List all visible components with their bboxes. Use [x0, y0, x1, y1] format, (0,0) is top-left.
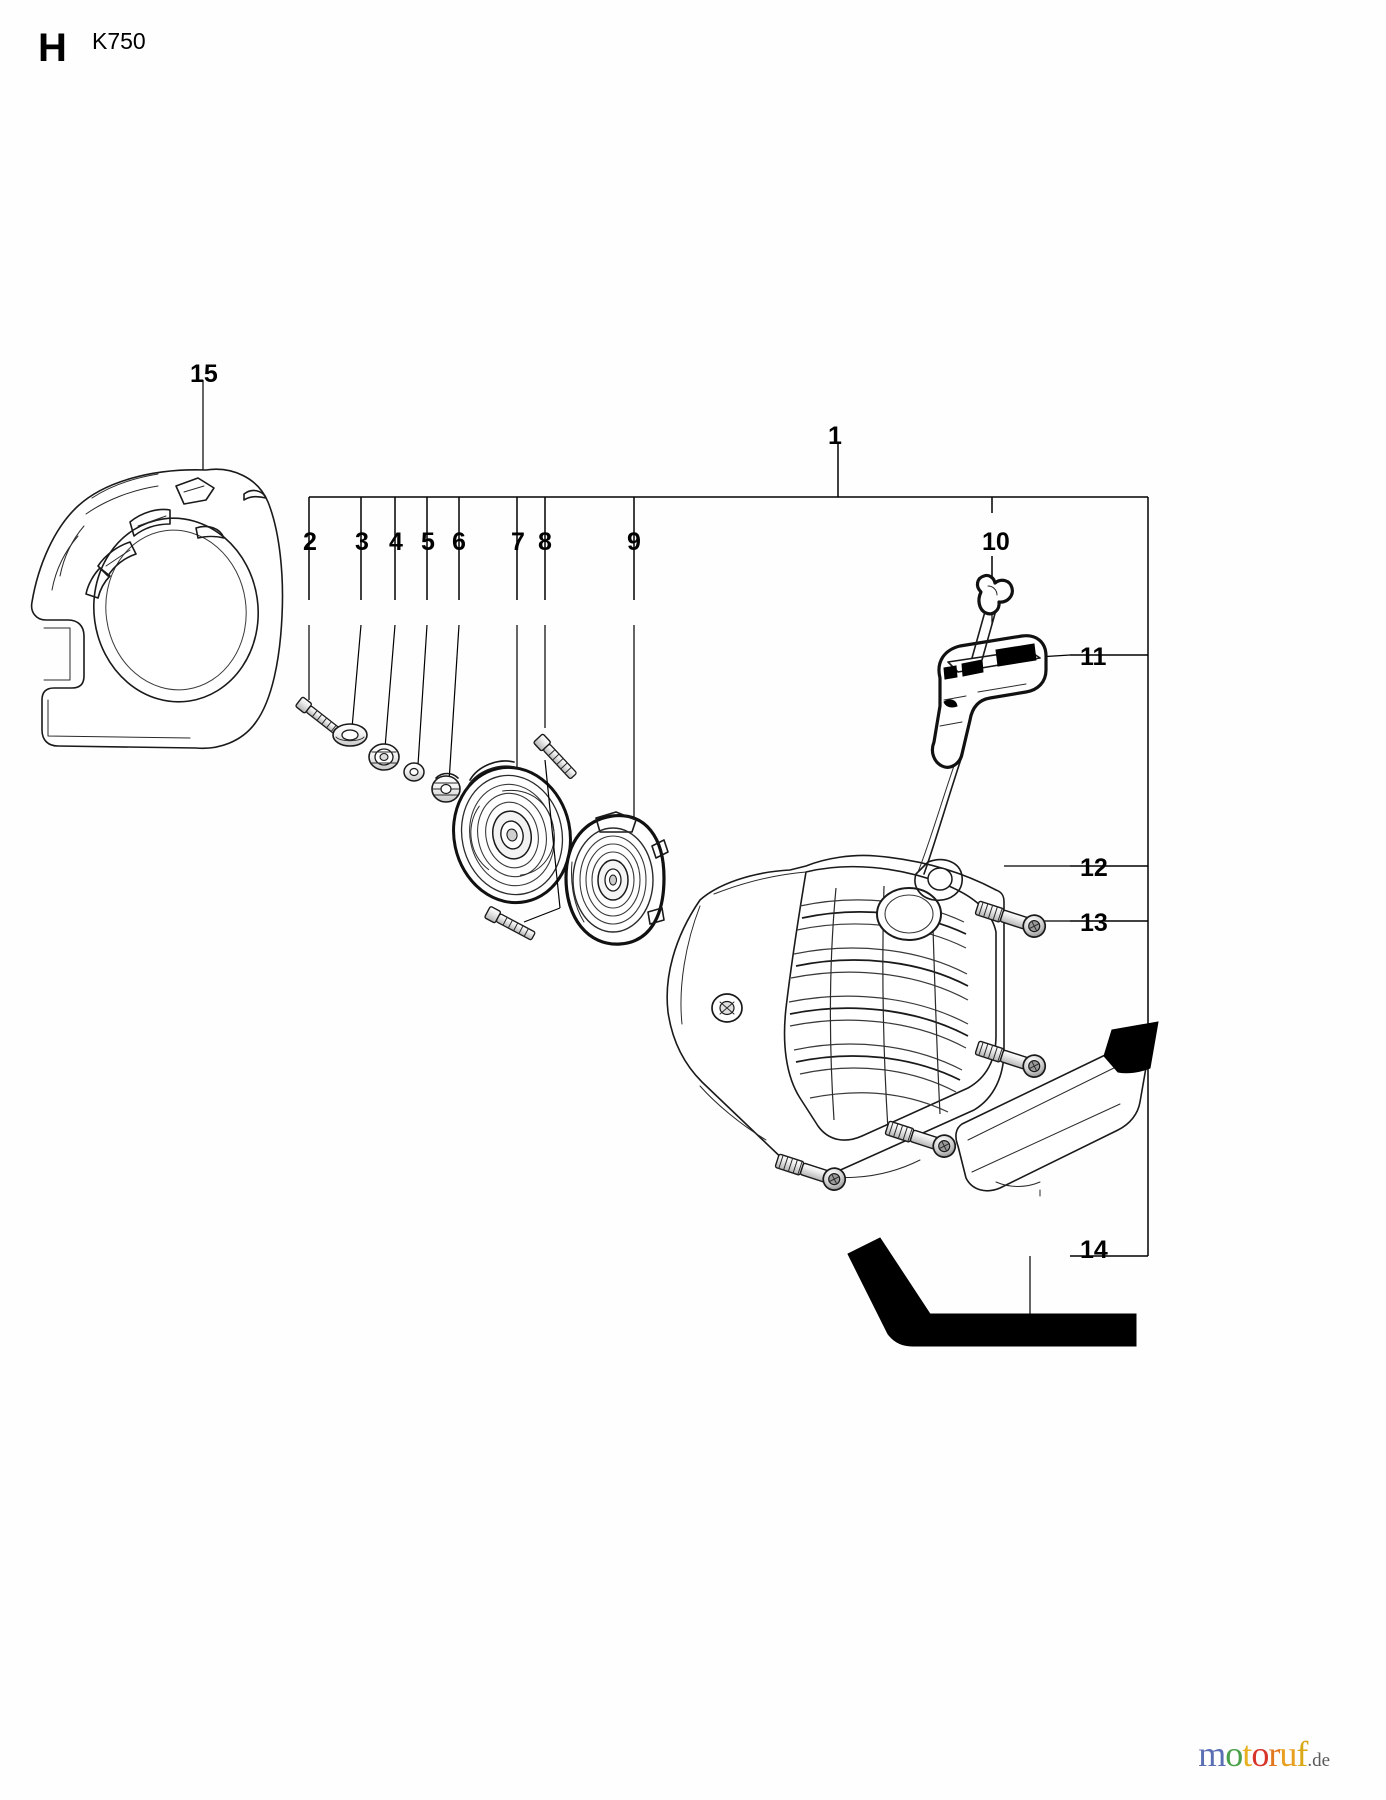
part-4-bushing: [368, 743, 400, 771]
part-8-screws: [484, 733, 577, 941]
watermark-letter-u: u: [1279, 1734, 1297, 1774]
callout-5: 5: [421, 528, 435, 556]
part-2-screw: [295, 696, 346, 739]
part-6-spring-pawl: [431, 772, 461, 803]
section-letter: H: [38, 26, 67, 70]
part-14-lower-trim: [847, 1021, 1159, 1347]
callout-9: 9: [627, 528, 641, 556]
watermark-letter-f: f: [1296, 1734, 1308, 1774]
callout-1: 1: [828, 422, 842, 450]
callout-13: 13: [1080, 909, 1108, 937]
part-3-seal-ring: [332, 723, 368, 747]
watermark-letter-o2: o: [1251, 1734, 1269, 1774]
part-7-starter-pulley: [452, 760, 572, 905]
watermark-domain: .de: [1307, 1750, 1330, 1771]
part-9-recoil-starter: [564, 811, 669, 946]
callout-2: 2: [303, 528, 317, 556]
part-15-belt-cover: [30, 468, 284, 750]
callout-11: 11: [1080, 643, 1107, 671]
part-13-bolts: [774, 900, 1047, 1191]
callout-12: 12: [1080, 854, 1108, 882]
motoruf-watermark: motoruf.de: [1198, 1736, 1330, 1772]
callout-10: 10: [982, 528, 1010, 556]
callout-14: 14: [1080, 1236, 1108, 1264]
callout-6: 6: [452, 528, 466, 556]
watermark-letter-o1: o: [1225, 1734, 1243, 1774]
part-12-starter-cover: [666, 854, 1005, 1178]
model-name: K750: [92, 28, 146, 54]
callout-leader-lines: [202, 380, 1149, 1257]
callout-15: 15: [190, 360, 218, 388]
watermark-letter-m: m: [1198, 1734, 1226, 1774]
watermark-letter-t: t: [1242, 1734, 1252, 1774]
watermark-letter-r: r: [1268, 1734, 1280, 1774]
part-5-washer: [403, 762, 425, 782]
part-11-starter-handle: [917, 573, 1048, 875]
callout-3: 3: [355, 528, 369, 556]
callout-4: 4: [389, 528, 403, 556]
callout-8: 8: [538, 528, 552, 556]
callout-7: 7: [511, 528, 525, 556]
